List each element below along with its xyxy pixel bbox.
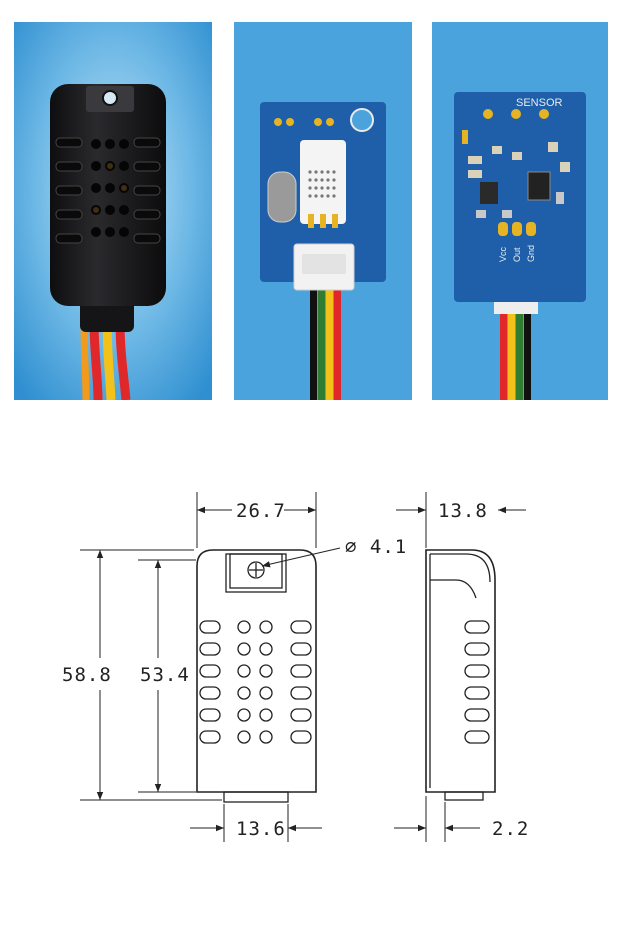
front-view	[196, 549, 317, 803]
silkscreen-title: SENSOR	[516, 97, 563, 109]
front-slots-left	[199, 620, 221, 744]
dim-width-label: 26.7	[236, 500, 286, 522]
silkscreen-pin-gnd: Gnd	[526, 245, 536, 262]
side-slots	[464, 620, 490, 744]
dimension-drawing: 26.7 13.8 ∅ 4.1 58.8 53.4 13.6 2.2	[62, 492, 529, 842]
dim-hole-label: ∅ 4.1	[345, 536, 407, 558]
front-holes	[237, 620, 273, 744]
side-view	[425, 549, 496, 801]
silkscreen-pin-out: Out	[512, 247, 522, 262]
dim-total-height-label: 58.8	[62, 664, 112, 686]
pcb-back-photo: SENSOR Vcc Out Gnd	[432, 22, 608, 400]
dim-depth-label: 13.8	[438, 500, 488, 522]
housing-photo	[14, 22, 212, 400]
dim-bottom-depth-label: 2.2	[492, 818, 529, 840]
pcb-front-photo	[234, 22, 412, 400]
front-slots-right	[290, 620, 312, 744]
dim-body-height-label: 53.4	[140, 664, 190, 686]
dim-bottom-width-label: 13.6	[236, 818, 286, 840]
silkscreen-pin-vcc: Vcc	[498, 246, 508, 262]
